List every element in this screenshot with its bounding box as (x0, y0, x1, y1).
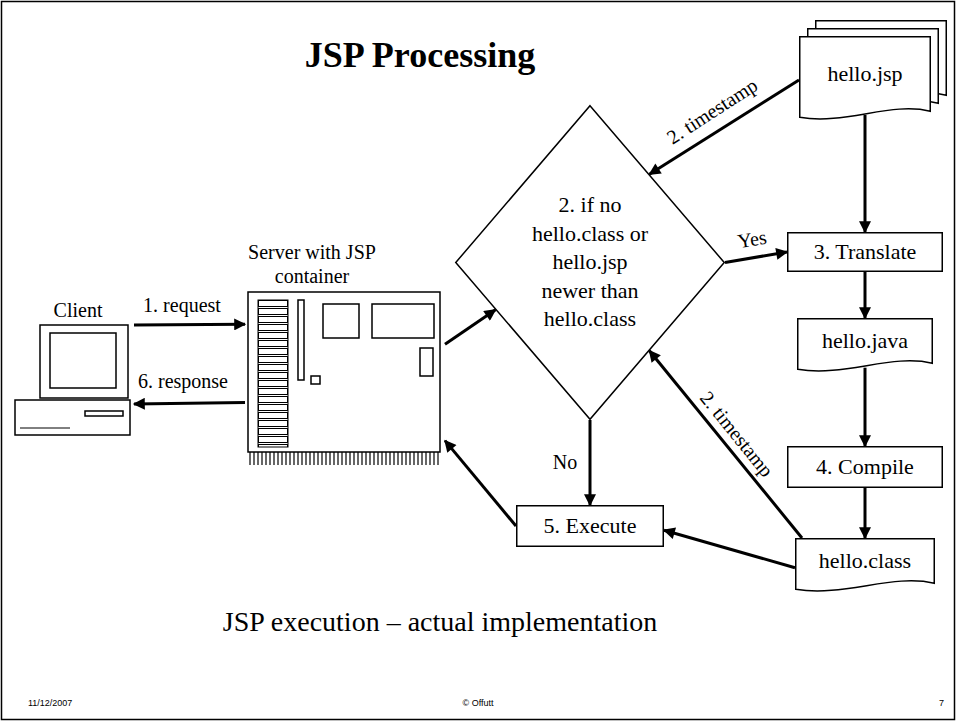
footer-text: © Offutt (463, 698, 494, 708)
flow-arrow (864, 488, 867, 538)
computer-base (15, 400, 130, 435)
client-computer-icon (15, 325, 130, 435)
flow-arrow (445, 441, 516, 526)
box-border (517, 506, 664, 547)
decision-diamond: 2. if no hello.class or hello.jsp newer … (455, 105, 725, 420)
flow-arrow (445, 310, 496, 344)
document-shape (796, 539, 935, 591)
node-text: 5. Execute (544, 513, 637, 539)
flow-arrow (134, 323, 245, 327)
edge-connector-pins (248, 452, 440, 465)
flow-arrow (864, 115, 867, 232)
flow-arrow (725, 252, 787, 263)
memory-slots (258, 300, 288, 447)
generated-file: hello.java (797, 318, 933, 372)
diamond-border (456, 106, 725, 420)
edge-label: 2. timestamp (660, 72, 764, 150)
edge-label: Yes (733, 225, 771, 252)
chip (420, 348, 433, 376)
slide-title: JSP Processing (0, 34, 840, 76)
node-label: Client (54, 298, 103, 322)
flow-arrow (649, 351, 802, 538)
flow-arrow (864, 368, 867, 446)
node-label: Server with JSP container (245, 240, 379, 288)
node-text: 2. if no hello.class or hello.jsp newer … (529, 191, 651, 334)
footer-text: 7 (939, 698, 944, 708)
box-border (788, 447, 943, 488)
server-board (248, 292, 440, 452)
document-page (800, 37, 931, 119)
slim-slot (298, 300, 304, 380)
process-box: 5. Execute (516, 505, 664, 547)
base-line (20, 428, 70, 429)
edge-label: 6. response (135, 370, 231, 392)
source-file: hello.jsp (799, 20, 947, 120)
flow-arrow (664, 530, 795, 568)
footer-text: 11/12/2007 (28, 698, 72, 708)
chip (323, 304, 359, 338)
process-box: 4. Compile (787, 446, 943, 488)
server-container: Server with JSP container (245, 240, 445, 468)
flow-arrow (134, 403, 245, 404)
monitor-screen (50, 333, 116, 388)
edge-label: 1. request (140, 294, 224, 316)
node-text: hello.jsp (827, 61, 902, 87)
client-computer: Client (22, 298, 134, 440)
node-text: 4. Compile (816, 454, 914, 480)
slide-caption: JSP execution – actual implementation (0, 606, 880, 638)
disk-slot (85, 411, 123, 416)
edge-label: 2. timestamp (694, 385, 780, 484)
document-shape (798, 319, 933, 371)
monitor (40, 325, 128, 398)
node-text: 3. Translate (814, 239, 917, 265)
edge-label: No (550, 451, 580, 473)
class-file: hello.class (795, 538, 935, 592)
server-board-icon (248, 292, 440, 465)
node-text: hello.java (822, 328, 908, 354)
flow-arrow (589, 420, 592, 505)
flow-arrow (864, 272, 867, 318)
chip (372, 304, 434, 338)
node-text: hello.class (819, 548, 911, 574)
process-box: 3. Translate (787, 232, 943, 272)
small-chip (311, 376, 320, 384)
box-border (788, 233, 943, 272)
